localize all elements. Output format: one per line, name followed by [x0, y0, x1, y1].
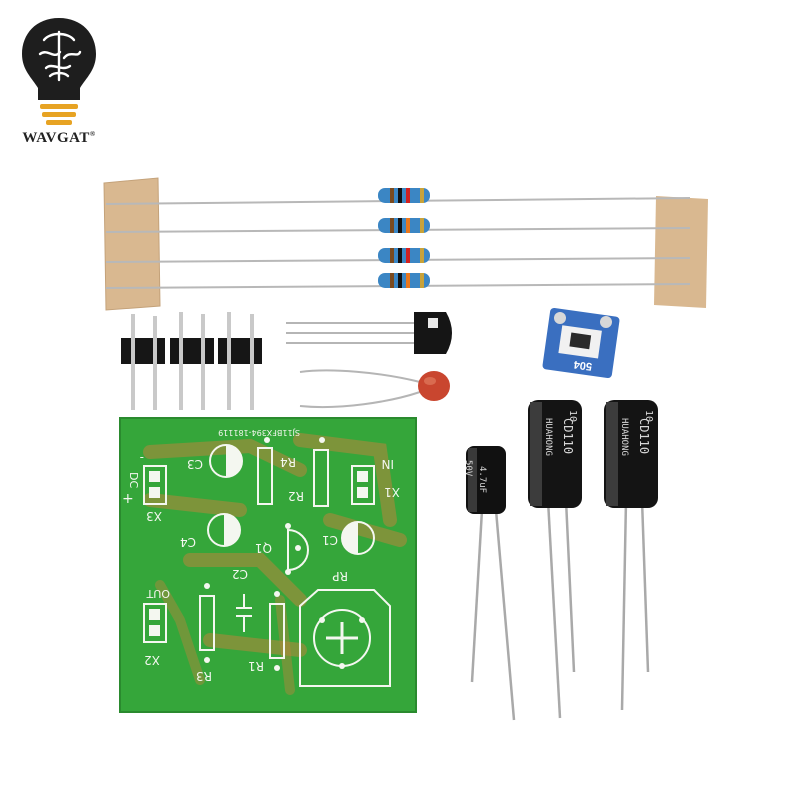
cap-small-value: 4.7uF [477, 466, 487, 493]
label-in: IN [381, 457, 394, 471]
brand-logo: WAVGAT® [14, 14, 104, 154]
pcb-board: SJ11BFX394-181119 [119, 417, 417, 713]
electrolytic-capacitor-small: 4.7uF 50V [463, 446, 516, 721]
label-plus: + [122, 491, 134, 507]
label-rp: RP [332, 569, 348, 583]
cap-a-model: CD110 [561, 418, 575, 454]
resistor-3 [105, 248, 691, 263]
label-dc: DC [127, 472, 140, 488]
resistor-strip [105, 188, 691, 289]
cap-b-model: CD110 [637, 418, 651, 454]
trimmer-code: 504 [572, 358, 593, 373]
resistor-tape-left [103, 177, 161, 311]
label-q1: Q1 [255, 541, 272, 555]
resistor-1 [105, 188, 691, 205]
electrolytic-capacitor-large-a: CD110 HUAHONG 10 [528, 400, 582, 719]
pin-header-2 [170, 312, 214, 410]
pin-headers [121, 312, 262, 410]
electrolytic-capacitor-large-b: CD110 HUAHONG 10 [604, 400, 658, 711]
trimmer-potentiometer: 504 [542, 307, 620, 379]
resistor-2 [105, 218, 691, 233]
label-x3: X3 [146, 509, 162, 523]
label-r1: R1 [248, 659, 264, 673]
label-c2: C2 [232, 567, 248, 581]
cap-small-voltage: 50V [463, 460, 473, 477]
cap-a-value: 10 [567, 410, 578, 422]
resistor-4 [105, 273, 691, 289]
label-r4: R4 [280, 455, 296, 469]
label-r2: R2 [288, 489, 304, 503]
pin-header-3 [218, 312, 262, 410]
cap-a-brand: HUAHONG [543, 418, 553, 456]
transistor [286, 312, 452, 354]
pin-header-1 [121, 314, 165, 410]
ceramic-capacitor [299, 369, 450, 409]
brand-name: WAVGAT® [22, 130, 96, 146]
lightbulb-brain-icon [22, 18, 96, 125]
cap-b-brand: HUAHONG [619, 418, 629, 456]
label-out: OUT [146, 587, 170, 600]
label-x1: X1 [384, 485, 400, 499]
label-c4: C4 [180, 535, 196, 549]
label-x2: X2 [144, 653, 160, 667]
label-c1: C1 [322, 533, 338, 547]
label-minus: - [140, 451, 144, 465]
pcb-serial: SJ11BFX394-181119 [218, 428, 300, 437]
label-c3: C3 [187, 457, 203, 471]
resistor-tape-right [654, 196, 708, 308]
label-r3: R3 [196, 669, 212, 683]
cap-b-value: 10 [643, 410, 654, 422]
